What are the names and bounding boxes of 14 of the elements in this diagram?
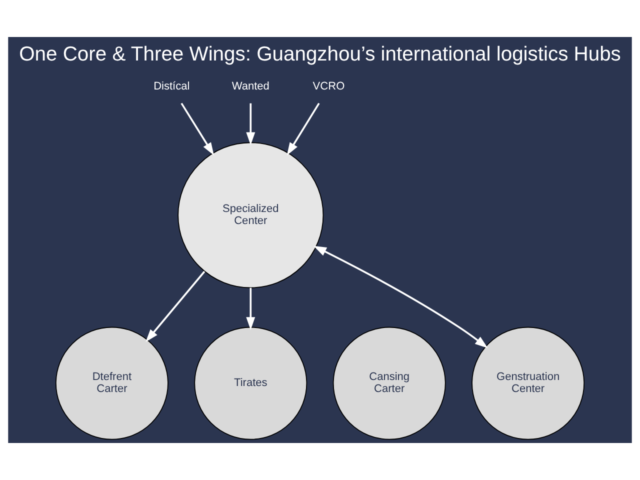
arrow (180, 102, 214, 156)
node-circle: Dtefrent Carter (55, 326, 168, 440)
arrow (246, 103, 256, 146)
arrow (314, 246, 488, 348)
diagram-title: One Core & Three Wings: Guangzhou’s international logistics Hubs (19, 44, 621, 66)
arrow (146, 270, 206, 342)
node-text: VCRO (312, 80, 345, 92)
node-circle: Tirates (194, 326, 308, 440)
node-circle: Genstruation Center (472, 326, 585, 440)
node-circle: Cansing Carter (332, 326, 446, 440)
node-text: Wanted (232, 80, 270, 92)
arrow (246, 288, 256, 330)
arrow (286, 102, 320, 156)
node-text: Distícal (154, 80, 190, 92)
